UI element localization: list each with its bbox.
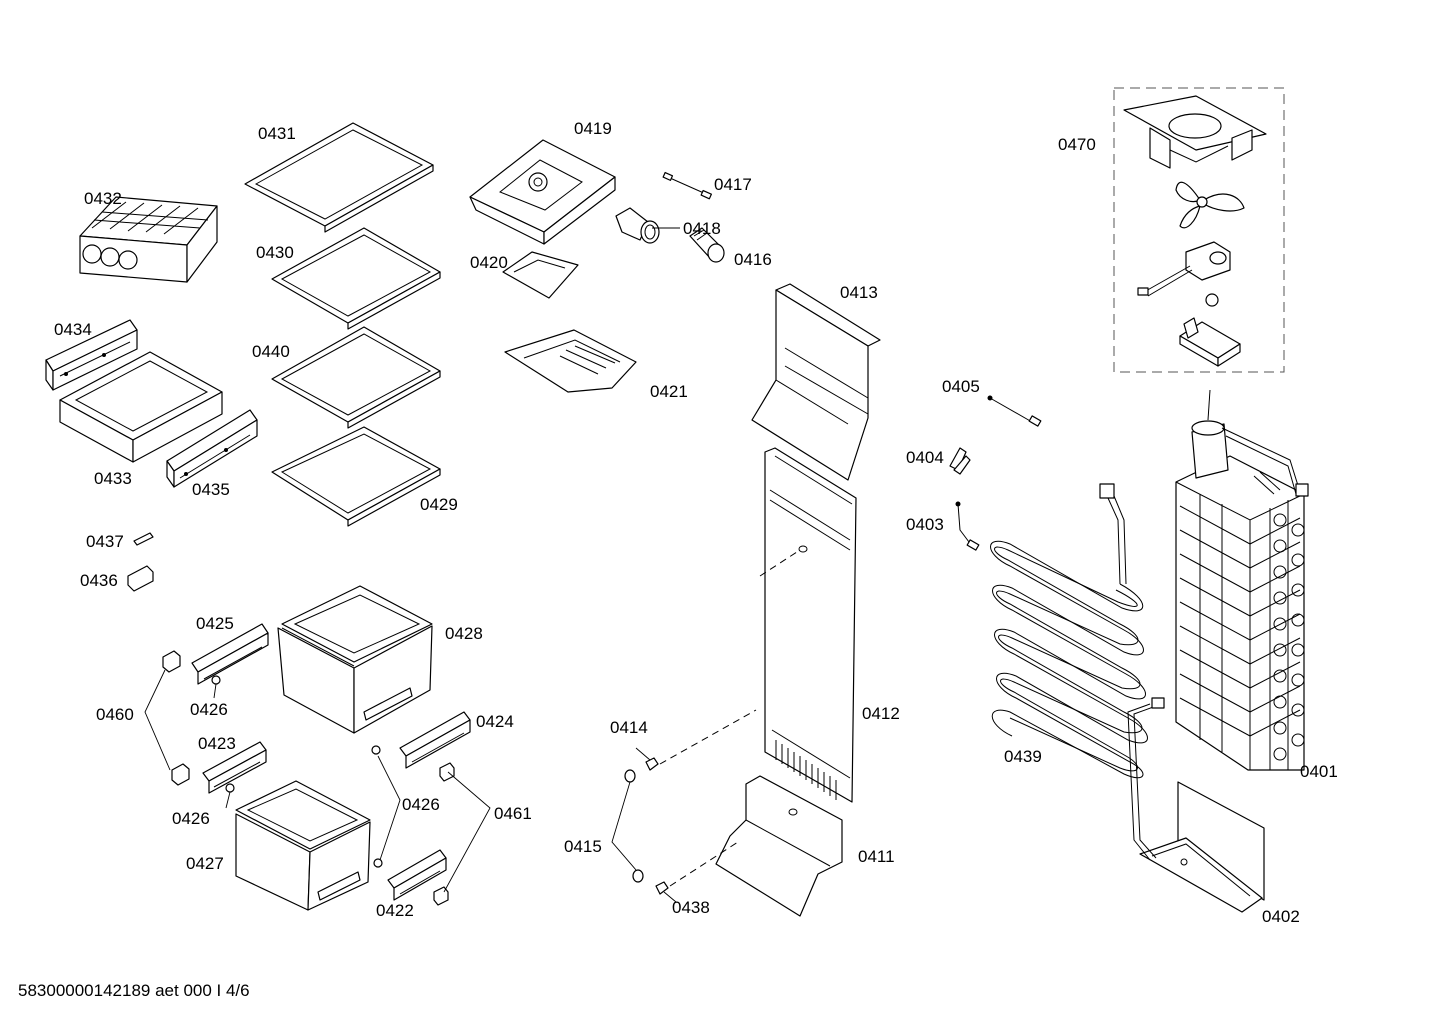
part-0439-heater-coil	[990, 483, 1148, 779]
label-0438: 0438	[672, 898, 710, 917]
part-0433-tray	[59, 351, 223, 463]
part-0437-pin	[133, 532, 154, 546]
part-0427-drawer	[235, 780, 371, 911]
label-0439: 0439	[1004, 747, 1042, 766]
part-clips	[162, 650, 455, 906]
part-0418-lamp-socket	[615, 207, 660, 244]
part-0470-fan-blade	[1175, 181, 1245, 229]
part-0434-rail	[45, 319, 138, 391]
part-0405-sensor	[987, 395, 1042, 427]
part-0431-shelf	[244, 122, 434, 233]
label-0405: 0405	[942, 377, 980, 396]
label-0429: 0429	[420, 495, 458, 514]
label-0440: 0440	[252, 342, 290, 361]
label-0437: 0437	[86, 532, 124, 551]
part-0420-foil	[502, 251, 579, 299]
part-0412-panel	[764, 447, 857, 803]
label-0424: 0424	[476, 712, 514, 731]
label-0434: 0434	[54, 320, 92, 339]
part-0421-cover	[504, 329, 637, 393]
part-0430-shelf	[271, 227, 441, 330]
kit-box-0470	[1113, 87, 1285, 373]
label-0430: 0430	[256, 243, 294, 262]
part-screws	[624, 757, 669, 895]
part-0422-rail	[387, 849, 447, 901]
label-0431: 0431	[258, 124, 296, 143]
label-0420: 0420	[470, 253, 508, 272]
label-0426-upper: 0426	[190, 700, 228, 719]
label-0432: 0432	[84, 189, 122, 208]
label-0461: 0461	[494, 804, 532, 823]
label-0426-lower: 0426	[172, 809, 210, 828]
part-0417-wire	[662, 171, 712, 200]
part-0425-rail	[191, 623, 269, 685]
label-0411: 0411	[858, 847, 895, 866]
part-0402-drip-tray	[1127, 697, 1265, 913]
leader-lines-middle	[611, 227, 680, 903]
label-0401: 0401	[1300, 762, 1338, 781]
label-0415: 0415	[564, 837, 602, 856]
label-0422: 0422	[376, 901, 414, 920]
label-0427: 0427	[186, 854, 224, 873]
leader-lines-left	[144, 669, 491, 893]
part-0435-rail	[166, 409, 258, 488]
label-0421: 0421	[650, 382, 688, 401]
label-0413: 0413	[840, 283, 878, 302]
label-0418: 0418	[683, 219, 721, 238]
label-0402: 0402	[1262, 907, 1300, 926]
label-0419: 0419	[574, 119, 612, 138]
label-0425: 0425	[196, 614, 234, 633]
part-0470-fan-mount	[1179, 317, 1241, 367]
label-0460: 0460	[96, 705, 134, 724]
part-0404-clip	[949, 447, 971, 475]
label-0423: 0423	[198, 734, 236, 753]
part-number-labels: 0431 0432 0430 0434 0440 0433 0435 0429 …	[54, 119, 1338, 926]
label-0428: 0428	[445, 624, 483, 643]
label-0433: 0433	[94, 469, 132, 488]
label-0470: 0470	[1058, 135, 1096, 154]
part-0440-shelf	[271, 326, 441, 429]
part-0401-evaporator	[1175, 389, 1309, 771]
document-footer-code: 58300000142189 aet 000 I 4/6	[18, 981, 250, 1000]
part-0470-fan-motor	[1137, 241, 1231, 307]
label-0404: 0404	[906, 448, 944, 467]
part-0411-cover	[715, 775, 843, 917]
part-0419-duct	[469, 139, 616, 245]
label-0417: 0417	[714, 175, 752, 194]
label-0435: 0435	[192, 480, 230, 499]
label-0403: 0403	[906, 515, 944, 534]
part-0436-clip	[127, 565, 154, 592]
part-0432-ice-tray	[79, 196, 218, 283]
part-0429-shelf	[271, 426, 441, 527]
label-0414: 0414	[610, 718, 648, 737]
part-0413-panel	[751, 283, 881, 481]
part-0416-bulb	[689, 227, 725, 263]
label-0426-right: 0426	[402, 795, 440, 814]
part-0424-rail	[399, 711, 471, 769]
label-0412: 0412	[862, 704, 900, 723]
part-0428-drawer	[277, 585, 433, 734]
label-0436: 0436	[80, 571, 118, 590]
label-0416: 0416	[734, 250, 772, 269]
dashed-assembly-lines	[659, 549, 801, 887]
part-0470-fan-bracket	[1123, 95, 1267, 169]
part-0423-rail	[202, 741, 267, 794]
part-0403-sensor	[955, 501, 980, 551]
